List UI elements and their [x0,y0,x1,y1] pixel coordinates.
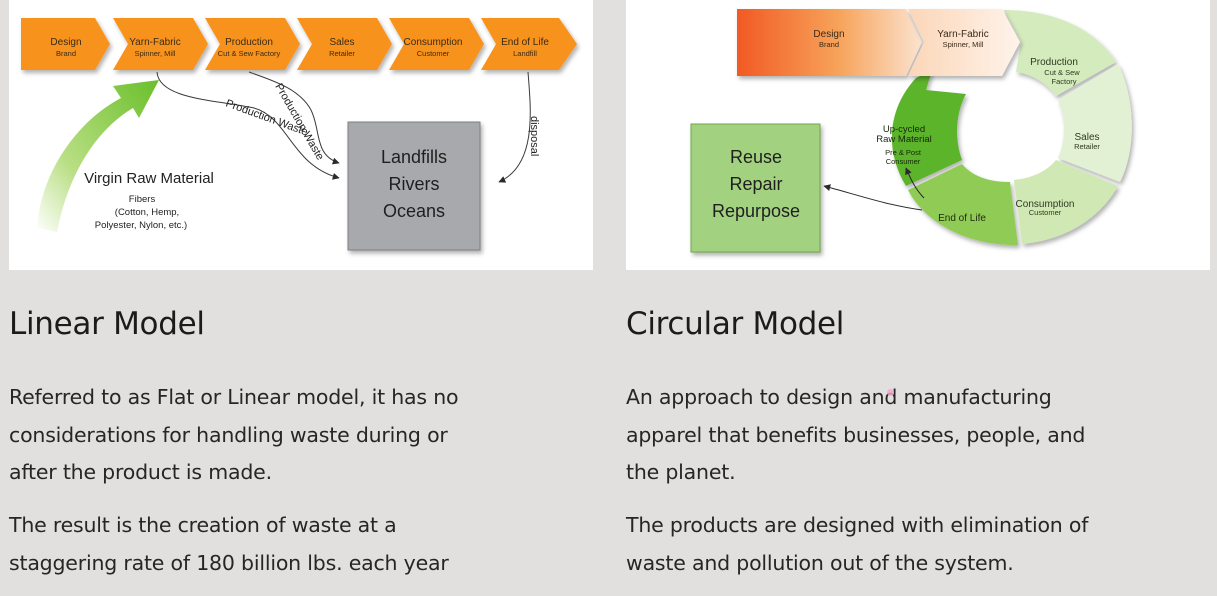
cursor-dot [887,389,894,396]
design-sub: Brand [819,40,839,49]
linear-model-diagram: Design Brand Yarn-Fabric Spinner, Mill P… [9,0,593,270]
production-sub2: Factory [1051,77,1076,86]
stage-title: Sales [329,37,354,48]
stage-sub: Brand [56,49,76,58]
stage-arrow-sales [297,18,392,70]
stage-arrow-yarn-fabric [908,9,1020,76]
raw-material-title: Virgin Raw Material [84,170,214,187]
stage-arrow-production [205,18,300,70]
landfills-box [347,121,481,251]
raw-material-line1: Fibers [129,194,156,205]
stage-arrow-design [737,9,922,76]
design-title: Design [813,29,844,40]
circular-paragraph-1: An approach to design and manufacturing … [626,385,1086,484]
ring-segment-upcycled [891,70,966,186]
recovery-repair: Repair [729,174,782,194]
stage-arrow-design [21,18,110,70]
linear-model-heading: Linear Model [9,306,205,342]
consumption-title: Consumption [1016,199,1075,210]
raw-material-arrow [37,80,159,232]
ring-segment-production [1004,10,1116,96]
ring-segment-sales [1058,64,1132,182]
stage-sub: Spinner, Mill [135,49,176,58]
recovery-box [690,123,821,253]
stage-arrow-consumption [389,18,484,70]
linear-paragraph-2: The result is the creation of waste at a… [9,513,449,575]
linear-diagram-svg: Design Brand Yarn-Fabric Spinner, Mill P… [21,18,577,251]
linear-column: Design Brand Yarn-Fabric Spinner, Mill P… [9,0,593,575]
end-of-life-title: End of Life [938,213,986,224]
destination-oceans: Oceans [383,201,445,221]
consumption-sub: Customer [1029,208,1062,217]
stage-arrow-end-of-life [481,18,577,70]
upcycle-arrow [905,167,925,199]
raw-material-line3: Polyester, Nylon, etc.) [95,220,187,231]
circular-column: Design Brand Yarn-Fabric Spinner, Mill P… [626,0,1210,575]
circular-model-diagram: Design Brand Yarn-Fabric Spinner, Mill P… [626,0,1210,270]
recovery-reuse: Reuse [730,147,782,167]
upcycled-line1: Up-cycled [883,124,925,135]
circular-diagram-svg: Design Brand Yarn-Fabric Spinner, Mill P… [690,9,1132,253]
stage-title: Consumption [404,37,463,48]
upcycled-sub1: Pre & Post [885,148,922,157]
upcycled-sub2: Consumer [886,157,921,166]
stage-arrow-yarn-fabric [113,18,208,70]
waste-flow-line-1 [156,71,340,180]
stage-title: Production [225,37,273,48]
circular-model-heading: Circular Model [626,306,845,342]
stage-title: Yarn-Fabric [129,37,181,48]
ring-segment-end-of-life [908,164,1018,246]
circular-paragraph-2: The products are designed with eliminati… [626,513,1089,575]
yarn-sub: Spinner, Mill [943,40,984,49]
sales-sub: Retailer [1074,142,1100,151]
raw-material-line2: (Cotton, Hemp, [115,207,179,218]
disposal-flow-line [498,71,531,183]
sales-title: Sales [1074,132,1099,143]
stage-sub: Customer [417,49,450,58]
upcycled-line2: Raw Material [876,134,931,145]
disposal-label: disposal [528,116,540,156]
linear-paragraph-1: Referred to as Flat or Linear model, it … [9,385,459,484]
waste-flow-line-2 [248,71,340,165]
production-title: Production [1030,57,1078,68]
destination-rivers: Rivers [388,174,439,194]
stage-sub: Retailer [329,49,355,58]
destination-landfills: Landfills [381,147,447,167]
ring-segment-consumption [1014,160,1118,244]
stage-sub: Landfill [513,49,537,58]
stage-sub: Cut & Sew Factory [218,49,281,58]
production-sub1: Cut & Sew [1044,68,1080,77]
stage-title: Design [50,37,81,48]
yarn-title: Yarn-Fabric [937,29,989,40]
recovery-repurpose: Repurpose [712,201,800,221]
stage-title: End of Life [501,37,549,48]
recovery-arrow [823,184,923,211]
